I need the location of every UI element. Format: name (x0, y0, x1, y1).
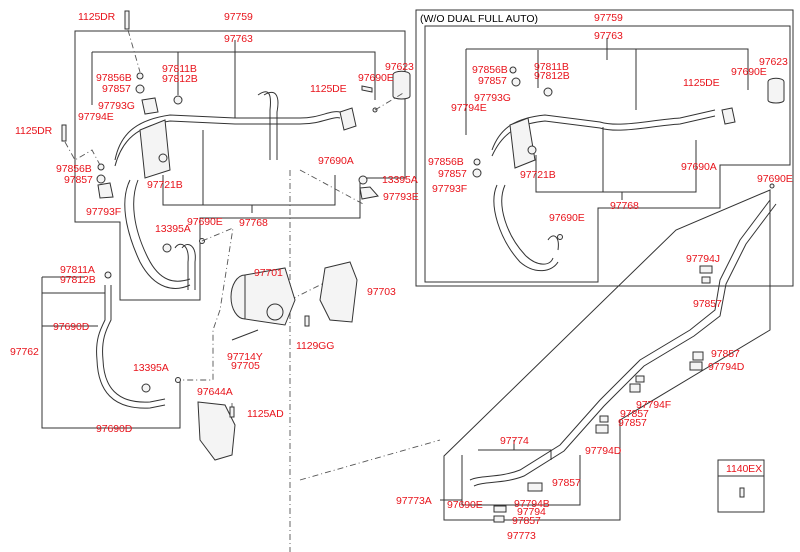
part-label[interactable]: 97690A (681, 161, 717, 173)
part-label[interactable]: 1125DR (78, 11, 116, 23)
part-label[interactable]: 97774 (500, 435, 529, 447)
part-label[interactable]: 97690A (318, 155, 354, 167)
part-label[interactable]: 97759 (224, 11, 253, 23)
part-label[interactable]: 97793F (86, 206, 122, 218)
compressor-group (197, 261, 358, 461)
part-label[interactable]: 97690E (358, 72, 394, 84)
part-label[interactable]: 97857 (478, 75, 507, 87)
part-label[interactable]: 1140EX (726, 463, 762, 475)
part-label[interactable]: 97768 (610, 200, 639, 212)
part-label[interactable]: 97856B (428, 156, 464, 168)
part-label[interactable]: 97705 (231, 360, 260, 372)
part-label[interactable]: 97763 (224, 33, 253, 45)
part-label[interactable]: 97794J (686, 253, 720, 265)
discharge-line (41, 271, 181, 429)
part-label[interactable]: 97857 (693, 298, 722, 310)
part-label[interactable]: 97794D (585, 445, 622, 457)
part-label[interactable]: 97856B (56, 163, 92, 175)
part-label[interactable]: 97812B (60, 274, 96, 286)
part-label[interactable]: 97644A (197, 386, 233, 398)
part-label[interactable]: 1129GG (296, 340, 335, 352)
part-label[interactable]: 97794F (636, 399, 672, 411)
variant-box-frame (415, 9, 794, 287)
rear-line-frame (440, 183, 777, 523)
part-label[interactable]: 97690E (549, 212, 585, 224)
part-label[interactable]: 97811A (60, 264, 95, 276)
part-label[interactable]: 97759 (594, 12, 623, 24)
part-label[interactable]: 97763 (594, 30, 623, 42)
part-label[interactable]: 97857 (438, 168, 467, 180)
part-label[interactable]: 97811B (162, 63, 197, 75)
fastener-box-frame (717, 459, 765, 513)
part-label[interactable]: 97856B (472, 64, 508, 76)
part-label[interactable]: 97721B (520, 169, 556, 181)
variant-box-title: (W/O DUAL FULL AUTO) (420, 13, 539, 25)
part-label[interactable]: 97690D (53, 321, 90, 333)
part-label[interactable]: 97857 (102, 83, 131, 95)
part-label[interactable]: 1125AD (247, 408, 284, 420)
part-label[interactable]: 97793F (432, 183, 468, 195)
part-label[interactable]: 1125DE (310, 83, 347, 95)
part-label[interactable]: 97793E (383, 191, 419, 203)
part-label[interactable]: 13395A (155, 223, 191, 235)
part-label[interactable]: 97857 (620, 408, 649, 420)
part-label[interactable]: 97857 (64, 174, 93, 186)
part-label[interactable]: 97857 (512, 515, 541, 527)
part-label[interactable]: 13395A (133, 362, 169, 374)
part-label[interactable]: 97690E (757, 173, 793, 185)
part-label[interactable]: 97714Y (227, 351, 263, 363)
part-label[interactable]: 97857 (552, 477, 581, 489)
main-assembly-frame (74, 30, 406, 301)
part-label[interactable]: 97856B (96, 72, 132, 84)
part-label[interactable]: 97794E (78, 111, 114, 123)
part-label[interactable]: 1125DE (683, 77, 720, 89)
part-label[interactable]: 97793G (98, 100, 135, 112)
part-label[interactable]: 97794D (708, 361, 745, 373)
part-label[interactable]: 97703 (367, 286, 396, 298)
part-label[interactable]: 13395A (382, 174, 418, 186)
part-label[interactable]: 97794 (517, 506, 546, 518)
part-label[interactable]: 97721B (147, 179, 183, 191)
part-label[interactable]: 97812B (534, 70, 570, 82)
part-label[interactable]: 97857 (711, 348, 740, 360)
part-label[interactable]: 97768 (239, 217, 268, 229)
part-label[interactable]: 97623 (385, 61, 414, 73)
part-label[interactable]: 97762 (10, 346, 39, 358)
part-label[interactable]: 97794B (514, 498, 550, 510)
part-label[interactable]: 97690D (96, 423, 133, 435)
part-label[interactable]: 97701 (254, 267, 283, 279)
part-label[interactable]: 97793G (474, 92, 511, 104)
part-label[interactable]: 97811B (534, 61, 569, 73)
part-label[interactable]: 97623 (759, 56, 788, 68)
part-label[interactable]: 97794E (451, 102, 487, 114)
part-label[interactable]: 97690E (731, 66, 767, 78)
part-label[interactable]: 1125DR (15, 125, 53, 137)
part-label[interactable]: 97690E (447, 499, 483, 511)
part-label[interactable]: 97812B (162, 73, 198, 85)
part-label[interactable]: 97773A (396, 495, 432, 507)
part-label[interactable]: 97690E (187, 216, 223, 228)
part-label[interactable]: 97773 (507, 530, 536, 542)
part-label[interactable]: 97857 (618, 417, 647, 429)
suction-liquid-pipes (61, 10, 411, 290)
